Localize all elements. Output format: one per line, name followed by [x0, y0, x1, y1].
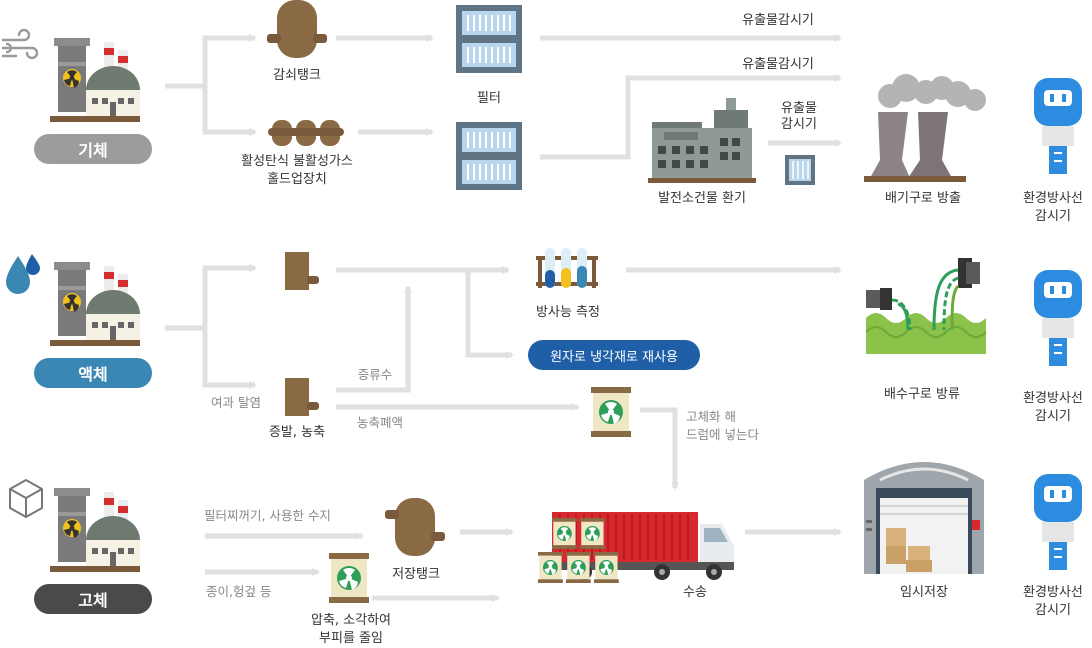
filter-icon	[455, 121, 523, 191]
effluent-monitor-small-2: 감시기	[781, 117, 817, 132]
building-vent-icon	[648, 98, 756, 183]
radioactive-drum-icon	[329, 553, 369, 603]
storage-tank-label: 저장탱크	[392, 567, 440, 582]
decay-tank-icon	[267, 0, 327, 58]
flow-arrows	[165, 34, 842, 602]
paper-label: 종이,헝겊 등	[206, 584, 272, 599]
solidify-label-2: 드럼에 넣는다	[686, 427, 759, 442]
discharge-label: 배수구로 방류	[884, 387, 960, 402]
radioactive-drum-icon	[591, 387, 631, 437]
tank-icon	[285, 252, 319, 290]
small-monitor-icon	[785, 155, 815, 185]
env-monitor-label-2b: 감시기	[1035, 409, 1071, 424]
stack-release-label: 배기구로 방출	[885, 191, 961, 206]
reuse-coolant-badge: 원자로 냉각재로 재사용	[528, 340, 700, 370]
env-monitor-label-1a: 환경방사선	[1023, 191, 1083, 206]
concentrate-label: 농축폐액	[356, 415, 403, 430]
nuclear-plant-icon	[50, 38, 140, 122]
water-drop-icon	[6, 254, 40, 294]
category-liquid: 액체	[34, 358, 152, 388]
evaporator-icon	[285, 378, 319, 416]
compress-label-1: 압축, 소각하여	[310, 613, 392, 628]
distillate-label: 증류수	[357, 367, 393, 382]
filter-icon	[455, 4, 523, 74]
env-monitor-label-3b: 감시기	[1035, 603, 1071, 618]
radiation-monitor-icon	[1034, 474, 1082, 570]
stack-release-icon	[864, 74, 986, 182]
nuclear-plant-icon	[50, 262, 140, 346]
wind-icon	[1, 28, 39, 60]
compress-label-2: 부피를 줄임	[319, 631, 383, 646]
holdup-label-2: 홀드업장치	[267, 172, 327, 187]
effluent-monitor-small-1: 유출물	[781, 101, 817, 116]
filter-demin-label: 여과 탈염	[211, 395, 261, 410]
category-gas: 기체	[34, 134, 152, 164]
cube-icon	[9, 479, 43, 518]
filter-label: 필터	[477, 91, 501, 106]
building-vent-label: 발전소건물 환기	[658, 191, 746, 206]
temporary-storage-icon	[864, 462, 984, 574]
storage-tank-icon	[385, 498, 445, 556]
effluent-monitor-label-top: 유출물감시기	[742, 13, 814, 28]
decay-tank-label: 감쇠탱크	[273, 68, 321, 83]
temp-storage-label: 임시저장	[900, 585, 948, 600]
solidify-label-1: 고체화 해	[686, 409, 736, 424]
discharge-icon	[865, 258, 987, 354]
holdup-label-1: 활성탄식 불활성가스	[241, 154, 353, 169]
radioactivity-measure-label: 방사능 측정	[536, 305, 600, 320]
radiation-monitor-icon	[1034, 270, 1082, 366]
transport-label: 수송	[683, 585, 707, 600]
nuclear-plant-icon	[50, 488, 140, 572]
effluent-monitor-label-mid: 유출물감시기	[742, 57, 814, 72]
filter-resin-label: 필터찌꺼기, 사용한 수지	[204, 508, 331, 523]
env-monitor-label-3a: 환경방사선	[1023, 585, 1083, 600]
category-solid: 고체	[34, 584, 152, 614]
env-monitor-label-2a: 환경방사선	[1023, 391, 1083, 406]
charcoal-holdup-icon	[268, 120, 344, 146]
evaporation-label: 증발, 농축	[268, 425, 326, 440]
radiation-monitor-icon	[1034, 78, 1082, 174]
env-monitor-label-1b: 감시기	[1035, 209, 1071, 224]
test-tubes-icon	[536, 248, 598, 288]
